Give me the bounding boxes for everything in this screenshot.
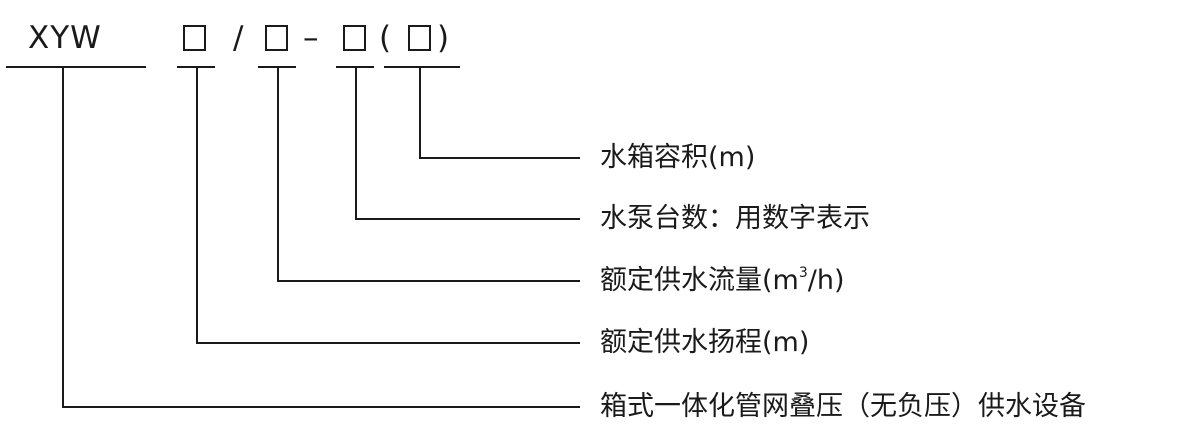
leader-head-vertical: [196, 66, 198, 344]
label-tank-volume: 水箱容积(m): [600, 142, 756, 173]
underline-prefix: [6, 66, 146, 68]
leader-volume-vertical: [419, 66, 421, 159]
label-rated-flow-prefix: 额定供水流量(m: [600, 265, 799, 296]
slash-separator: /: [233, 20, 245, 56]
placeholder-box-flow: [265, 25, 288, 51]
leader-prefix-horizontal: [62, 406, 580, 408]
leader-pumps-horizontal: [355, 218, 580, 220]
dash-separator: –: [303, 20, 320, 56]
leader-pumps-vertical: [355, 66, 357, 220]
leader-head-horizontal: [196, 342, 580, 344]
label-pump-count: 水泵台数：用数字表示: [600, 203, 870, 234]
leader-flow-horizontal: [277, 280, 580, 282]
model-prefix: XYW: [28, 20, 102, 56]
leader-volume-horizontal: [419, 157, 580, 159]
label-product-name: 箱式一体化管网叠压（无负压）供水设备: [600, 391, 1086, 422]
placeholder-box-pumps: [343, 25, 366, 51]
placeholder-box-volume: [408, 25, 431, 51]
label-rated-head: 额定供水扬程(m): [600, 327, 810, 358]
label-rated-flow: 额定供水流量(m3/h): [600, 264, 845, 298]
label-rated-flow-superscript: 3: [798, 265, 808, 281]
paren-open: (: [379, 20, 393, 56]
paren-close: ): [437, 20, 451, 56]
leader-prefix-vertical: [62, 66, 64, 408]
underline-volume: [384, 66, 460, 68]
leader-flow-vertical: [277, 66, 279, 282]
label-rated-flow-suffix: /h): [807, 265, 845, 296]
placeholder-box-head: [183, 25, 206, 51]
